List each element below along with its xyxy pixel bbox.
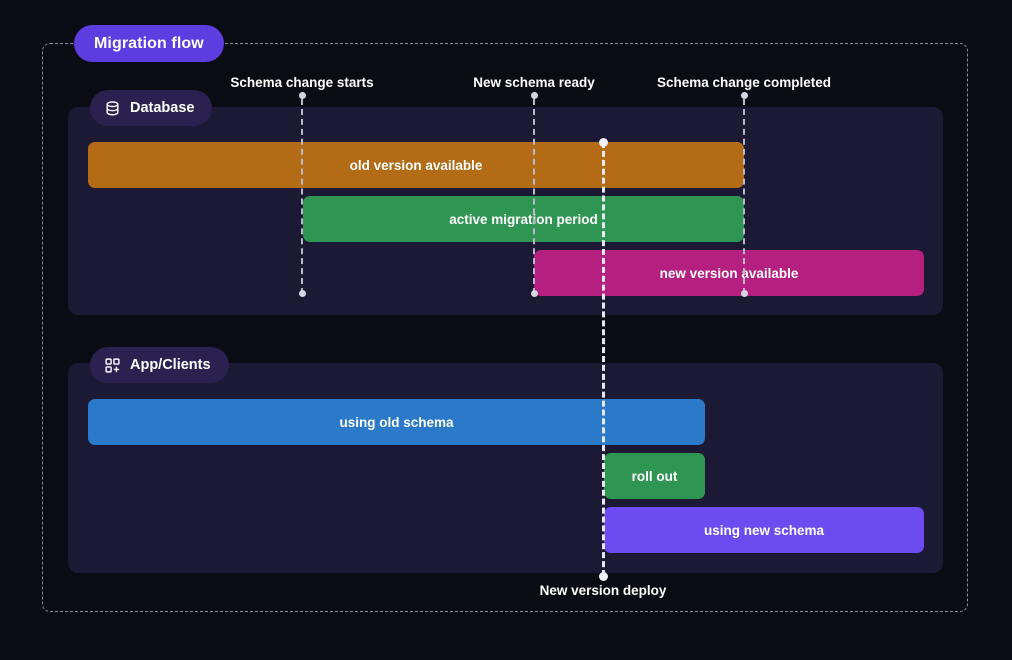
bar-using-old-schema: using old schema — [88, 399, 705, 445]
bar-using-new-schema: using new schema — [604, 507, 924, 553]
milestone-dot-top — [530, 92, 538, 99]
bar-label: new version available — [659, 265, 799, 281]
milestone-dot-bottom — [740, 290, 748, 297]
app-grid-plus-icon — [104, 357, 121, 374]
lane-pill-app-clients-label: App/Clients — [130, 357, 211, 373]
migration-flow-title-pill: Migration flow — [74, 25, 224, 62]
lane-pill-app-clients: App/Clients — [90, 347, 229, 383]
bar-label: old version available — [349, 157, 483, 173]
milestone-dot-top — [298, 92, 306, 99]
bar-old-version-available: old version available — [88, 142, 744, 188]
milestone-dot-top — [740, 92, 748, 99]
bar-roll-out: roll out — [604, 453, 705, 499]
bar-label: using new schema — [703, 522, 825, 538]
bar-new-version-available: new version available — [534, 250, 924, 296]
diagram-frame — [42, 43, 968, 612]
bar-label: roll out — [631, 468, 678, 484]
deploy-marker-dot-top — [599, 138, 608, 147]
lane-pill-database-label: Database — [130, 100, 195, 116]
lane-pill-database: Database — [90, 90, 213, 126]
database-icon — [104, 100, 121, 117]
migration-flow-title-label: Migration flow — [94, 34, 204, 52]
milestone-line — [301, 99, 303, 294]
deploy-marker-dot-bottom — [599, 572, 608, 581]
bar-label: using old schema — [339, 414, 454, 430]
milestone-dot-bottom — [530, 290, 538, 297]
milestone-dot-bottom — [298, 290, 306, 297]
milestone-line — [533, 99, 535, 294]
bar-active-migration-period: active migration period — [303, 196, 744, 242]
milestone-label: New schema ready — [473, 75, 595, 90]
milestone-label: Schema change starts — [230, 75, 374, 90]
milestone-label: Schema change completed — [656, 75, 832, 90]
deploy-marker-label: New version deploy — [539, 583, 667, 598]
deploy-marker-line — [602, 142, 605, 576]
milestone-line — [743, 99, 745, 294]
bar-label: active migration period — [449, 211, 598, 227]
